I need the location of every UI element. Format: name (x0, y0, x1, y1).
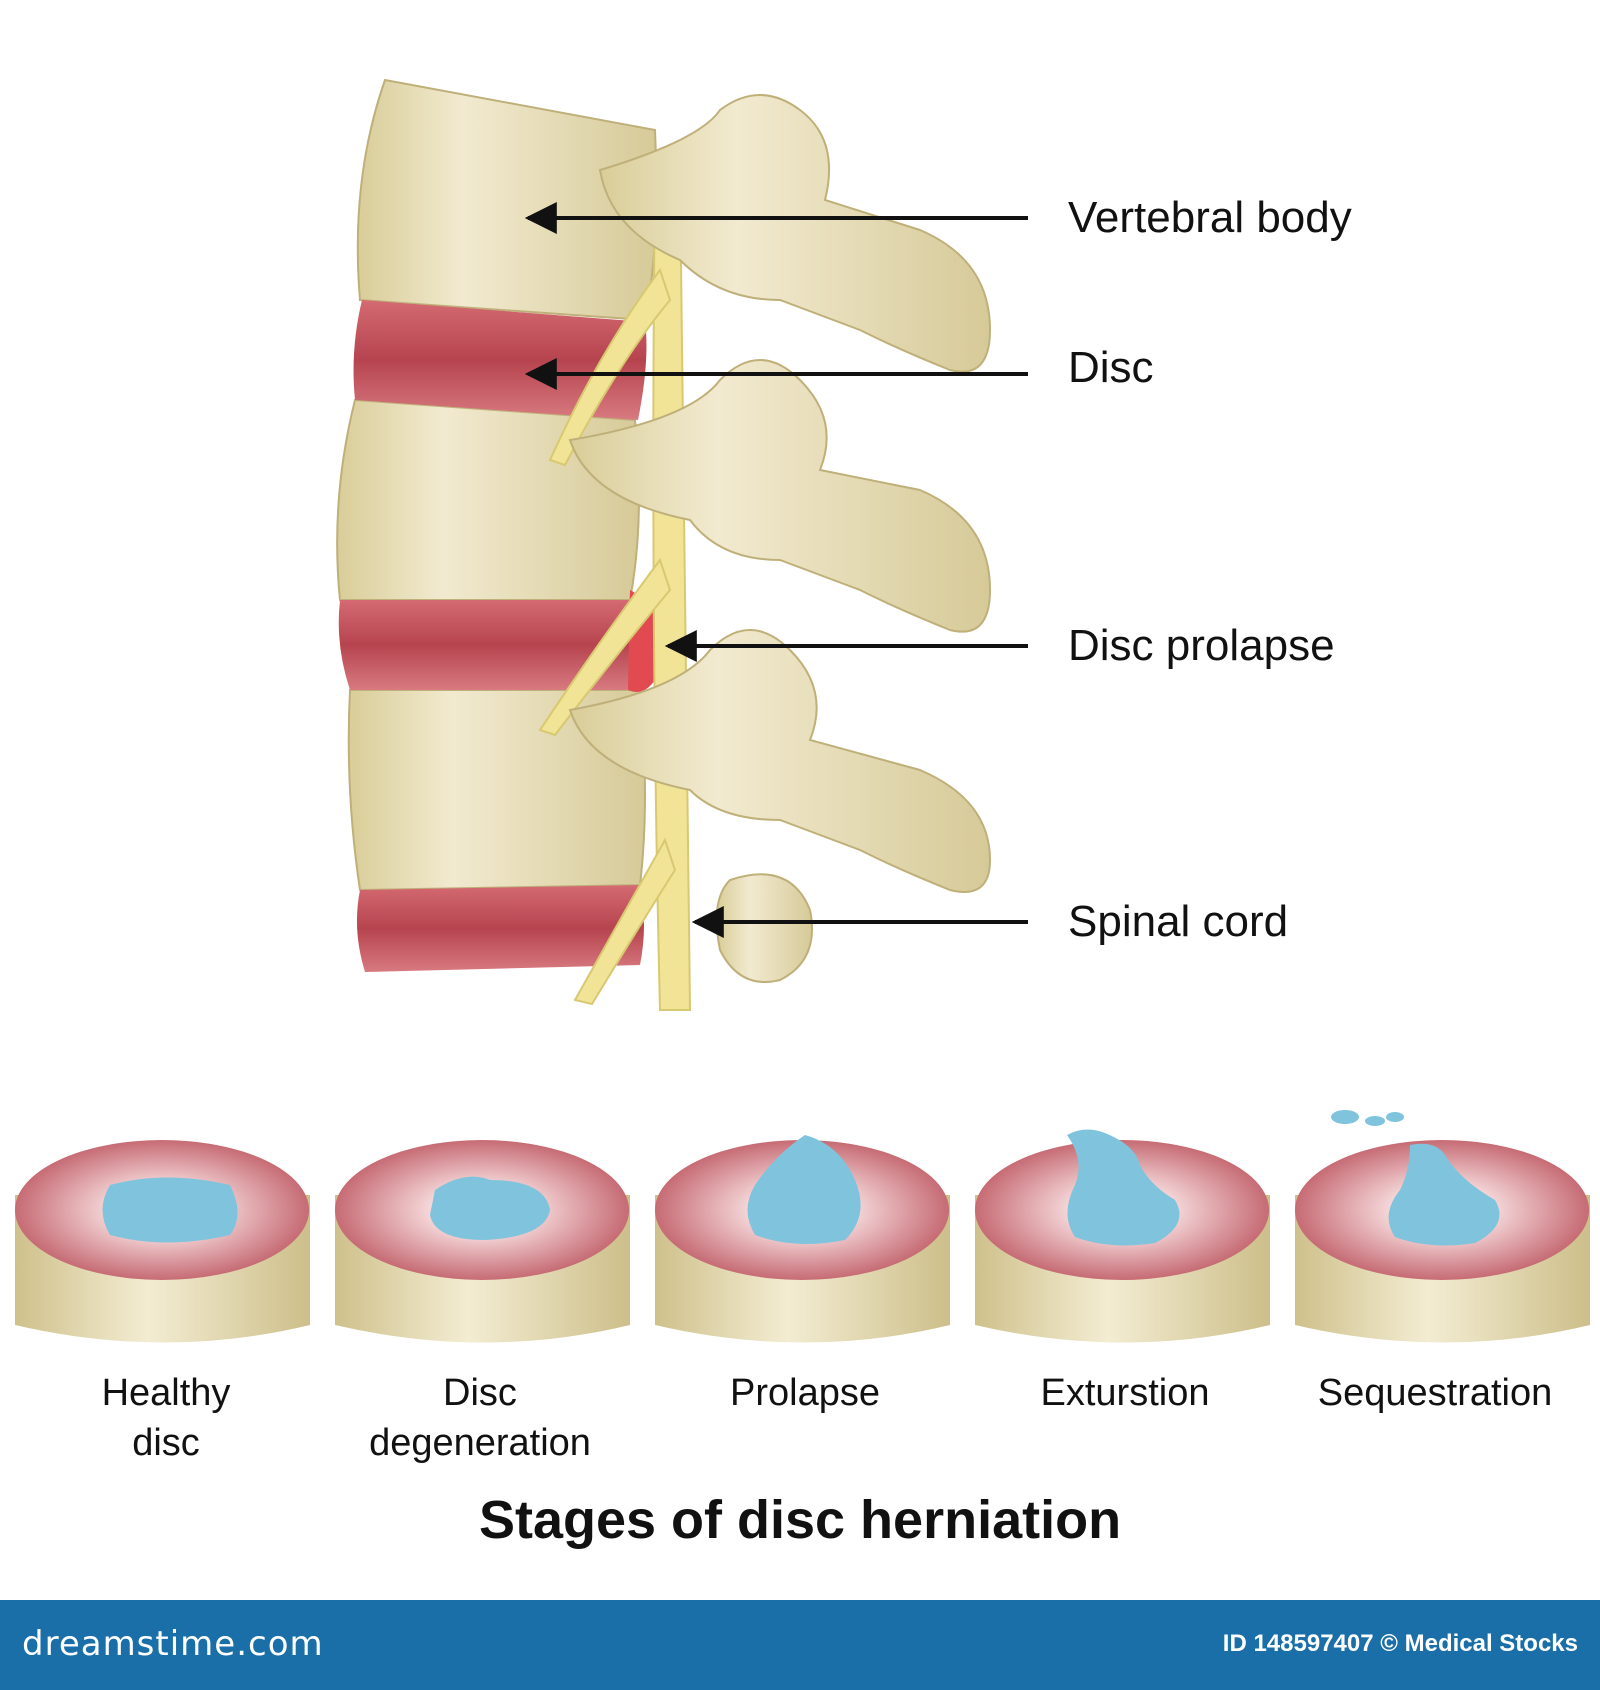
stage-disc-3 (655, 1135, 950, 1343)
diagram-title: Stages of disc herniation (478, 1490, 1122, 1550)
stage-disc-1 (15, 1140, 310, 1343)
spine-illustration (15, 78, 1590, 1343)
footer-brand[interactable]: dreamstime.com (22, 1624, 324, 1664)
stage-label-4: Exturstion (975, 1368, 1275, 1418)
stage-label-4-line1: Exturstion (1040, 1372, 1210, 1414)
stage-label-3: Prolapse (655, 1368, 955, 1418)
label-disc: Disc (1068, 343, 1154, 392)
label-disc-prolapse: Disc prolapse (1068, 621, 1335, 670)
footer-credit: ID 148597407 © Medical Stocks (1222, 1630, 1578, 1657)
stage-label-2: Disc degeneration (330, 1368, 630, 1468)
vertebral-processes (568, 94, 992, 983)
stage-label-5: Sequestration (1285, 1368, 1585, 1418)
stage-disc-4 (975, 1129, 1270, 1343)
stage-disc-5 (1295, 1110, 1590, 1343)
label-arrows (524, 202, 1028, 938)
stage-label-2-line1: Disc (443, 1372, 517, 1414)
stage-label-1: Healthy disc (16, 1368, 316, 1468)
intervertebral-discs (338, 300, 647, 972)
stage-label-1-line1: Healthy (101, 1372, 231, 1414)
label-spinal-cord: Spinal cord (1068, 897, 1289, 946)
stage-label-1-line2: disc (132, 1422, 200, 1464)
stage-label-2-line2: degeneration (369, 1422, 591, 1464)
spinal-cord (538, 179, 692, 1011)
stage-disc-2 (335, 1140, 630, 1343)
footer-bar: dreamstime.com ID 148597407 © Medical St… (0, 1600, 1600, 1690)
vertebral-bodies (336, 78, 658, 892)
stage-label-3-line1: Prolapse (730, 1372, 880, 1414)
label-vertebral-body: Vertebral body (1068, 193, 1352, 242)
stage-label-5-line1: Sequestration (1317, 1372, 1553, 1414)
